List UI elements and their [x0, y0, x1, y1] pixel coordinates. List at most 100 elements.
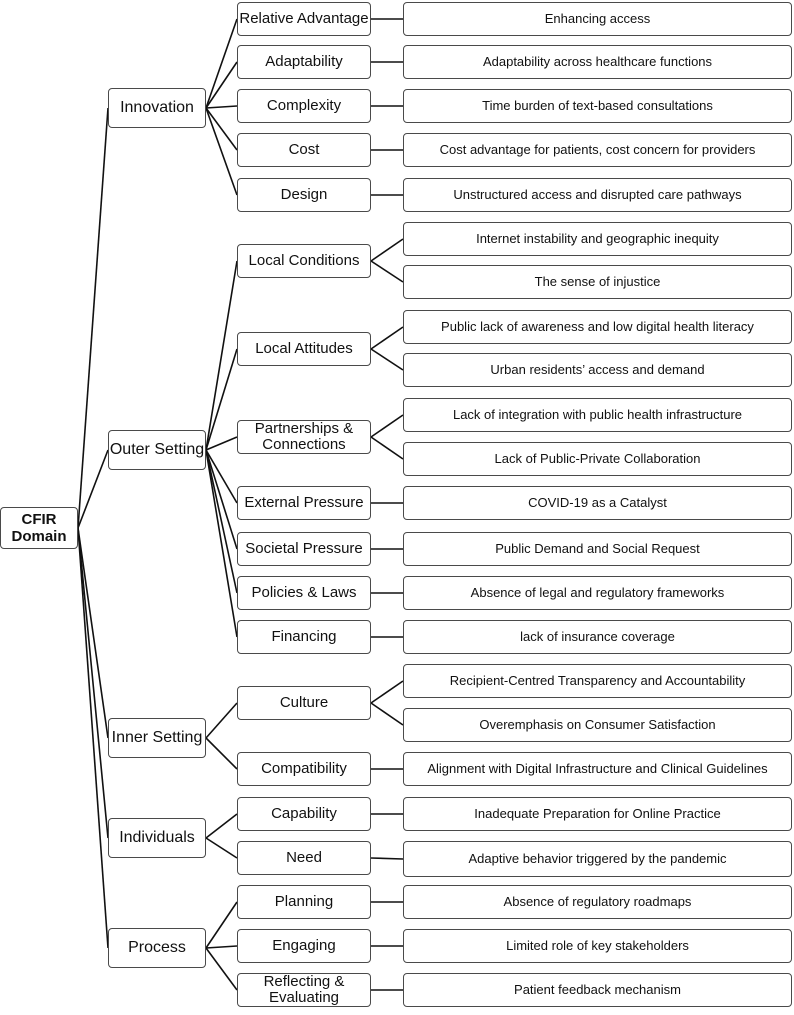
finding-node: lack of insurance coverage	[403, 620, 792, 654]
domain-node: Innovation	[108, 88, 206, 128]
construct-node-label: Financing	[271, 628, 337, 646]
construct-node: Planning	[237, 885, 371, 919]
finding-node-label: Unstructured access and disrupted care p…	[453, 186, 742, 202]
construct-node: Cost	[237, 133, 371, 167]
construct-to-finding-line	[370, 326, 404, 350]
construct-node: Local Attitudes	[237, 332, 371, 366]
finding-node-label: Public Demand and Social Request	[495, 540, 700, 556]
construct-node: Engaging	[237, 929, 371, 963]
finding-node: Inadequate Preparation for Online Practi…	[403, 797, 792, 831]
construct-node: Design	[237, 178, 371, 212]
finding-node-label: Inadequate Preparation for Online Practi…	[474, 805, 721, 821]
domain-to-construct-line	[205, 61, 238, 109]
construct-to-finding-line	[370, 436, 404, 460]
construct-node: Financing	[237, 620, 371, 654]
root-to-domain-line	[77, 527, 109, 949]
finding-node: Patient feedback mechanism	[403, 973, 792, 1007]
domain-node: Process	[108, 928, 206, 968]
construct-node-label: Need	[286, 849, 322, 867]
construct-node-label: External Pressure	[244, 494, 364, 512]
finding-node: Internet instability and geographic ineq…	[403, 222, 792, 256]
finding-node: Lack of integration with public health i…	[403, 398, 792, 432]
domain-to-construct-line	[205, 449, 238, 638]
domain-node-label: Process	[128, 938, 186, 956]
finding-node: Adaptability across healthcare functions	[403, 45, 792, 79]
finding-node: Absence of regulatory roadmaps	[403, 885, 792, 919]
finding-node-label: Absence of legal and regulatory framewor…	[470, 584, 725, 600]
root-to-domain-line	[77, 107, 109, 529]
domain-to-construct-line	[205, 702, 238, 739]
finding-node: Alignment with Digital Infrastructure an…	[403, 752, 792, 786]
construct-node-label: Reflecting & Evaluating	[263, 973, 345, 1006]
construct-node: Relative Advantage	[237, 2, 371, 36]
domain-to-construct-line	[205, 837, 238, 859]
finding-node: Lack of Public-Private Collaboration	[403, 442, 792, 476]
finding-node: Adaptive behavior triggered by the pande…	[403, 841, 792, 877]
construct-node: Compatibility	[237, 752, 371, 786]
domain-to-construct-line	[205, 901, 238, 949]
finding-node-label: lack of insurance coverage	[520, 628, 675, 644]
finding-node-label: Recipient-Centred Transparency and Accou…	[449, 672, 746, 688]
construct-to-finding-line	[370, 680, 404, 704]
finding-node: Enhancing access	[403, 2, 792, 36]
domain-node: Inner Setting	[108, 718, 206, 758]
finding-node: Time burden of text-based consultations	[403, 89, 792, 123]
construct-node-label: Engaging	[272, 937, 336, 955]
construct-node-label: Planning	[274, 893, 334, 911]
construct-node: Capability	[237, 797, 371, 831]
domain-to-construct-line	[205, 449, 238, 594]
construct-node-label: Local Conditions	[248, 252, 360, 270]
construct-node-label: Complexity	[266, 97, 342, 115]
construct-to-finding-line	[370, 414, 404, 438]
domain-to-construct-line	[205, 947, 238, 991]
finding-node-label: Public lack of awareness and low digital…	[441, 318, 754, 334]
root-to-domain-line	[77, 527, 109, 739]
finding-node: Cost advantage for patients, cost concer…	[403, 133, 792, 167]
finding-node: Public lack of awareness and low digital…	[403, 310, 792, 344]
domain-node: Outer Setting	[108, 430, 206, 470]
construct-to-finding-line	[370, 348, 404, 371]
domain-to-construct-line	[205, 449, 238, 550]
finding-node-label: Enhancing access	[544, 10, 651, 26]
finding-node-label: Patient feedback mechanism	[514, 981, 681, 997]
domain-to-construct-line	[205, 107, 238, 196]
construct-to-finding-line	[370, 857, 404, 860]
construct-node-label: Capability	[271, 805, 337, 823]
construct-node: External Pressure	[237, 486, 371, 520]
finding-node-label: Lack of integration with public health i…	[452, 406, 743, 422]
construct-node: Culture	[237, 686, 371, 720]
construct-to-finding-line	[370, 702, 404, 726]
domain-to-construct-line	[205, 348, 238, 451]
domain-node-label: Individuals	[119, 828, 195, 846]
domain-to-construct-line	[205, 945, 238, 949]
finding-node-label: Time burden of text-based consultations	[482, 97, 713, 113]
finding-node: Limited role of key stakeholders	[403, 929, 792, 963]
domain-to-construct-line	[205, 737, 238, 770]
construct-node: Policies & Laws	[237, 576, 371, 610]
construct-node-label: Culture	[279, 694, 329, 712]
finding-node: Unstructured access and disrupted care p…	[403, 178, 792, 212]
root-to-domain-line	[77, 527, 109, 839]
finding-node: Urban residents’ access and demand	[403, 353, 792, 387]
domain-to-construct-line	[205, 813, 238, 839]
construct-node: Complexity	[237, 89, 371, 123]
finding-node-label: Absence of regulatory roadmaps	[503, 893, 692, 909]
domain-to-construct-line	[205, 105, 238, 109]
construct-node-label: Local Attitudes	[255, 340, 353, 358]
finding-node-label: Overemphasis on Consumer Satisfaction	[479, 716, 716, 732]
finding-node: Overemphasis on Consumer Satisfaction	[403, 708, 792, 742]
domain-node: Individuals	[108, 818, 206, 858]
construct-node: Local Conditions	[237, 244, 371, 278]
construct-node-label: Adaptability	[265, 53, 343, 71]
finding-node: The sense of injustice	[403, 265, 792, 299]
construct-node-label: Compatibility	[261, 760, 347, 778]
construct-node: Need	[237, 841, 371, 875]
construct-node-label: Relative Advantage	[239, 10, 369, 28]
root-node: CFIR Domain	[0, 507, 78, 549]
domain-to-construct-line	[205, 260, 238, 451]
finding-node-label: Urban residents’ access and demand	[490, 361, 705, 377]
construct-to-finding-line	[370, 238, 404, 262]
construct-node-label: Societal Pressure	[245, 540, 363, 558]
finding-node-label: COVID-19 as a Catalyst	[528, 494, 667, 510]
finding-node-label: Lack of Public-Private Collaboration	[494, 450, 701, 466]
